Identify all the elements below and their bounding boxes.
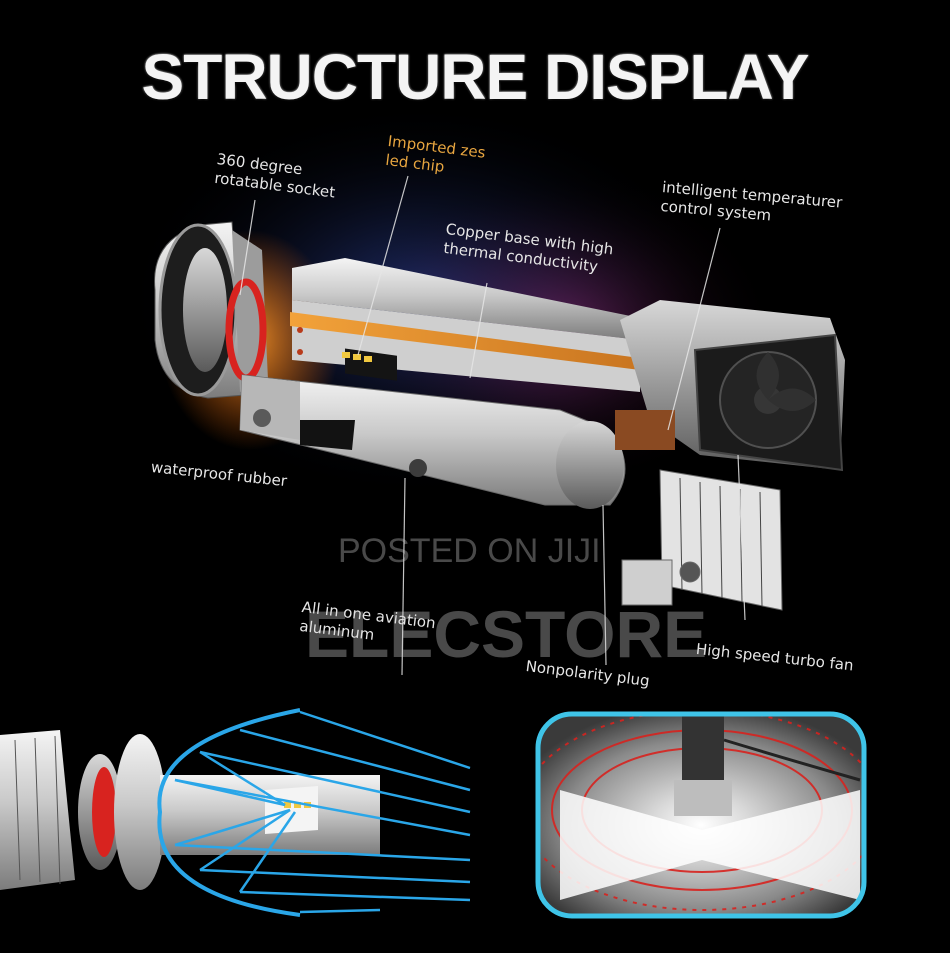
aviation-aluminum-shell xyxy=(239,374,626,509)
copper-base xyxy=(290,312,640,370)
page-title: STRUCTURE DISPLAY xyxy=(141,41,810,113)
control-circuit xyxy=(615,410,675,450)
watermark-store: ELECSTORE xyxy=(305,597,708,671)
leader-lines xyxy=(239,175,746,676)
cooling-fins xyxy=(621,469,783,611)
watermark-posted: POSTED ON JIJI xyxy=(338,532,601,570)
light-pattern-inset xyxy=(535,711,867,919)
led-chip xyxy=(342,352,372,362)
turbo-fan xyxy=(620,300,845,472)
beam-pattern-illustration xyxy=(0,708,471,917)
